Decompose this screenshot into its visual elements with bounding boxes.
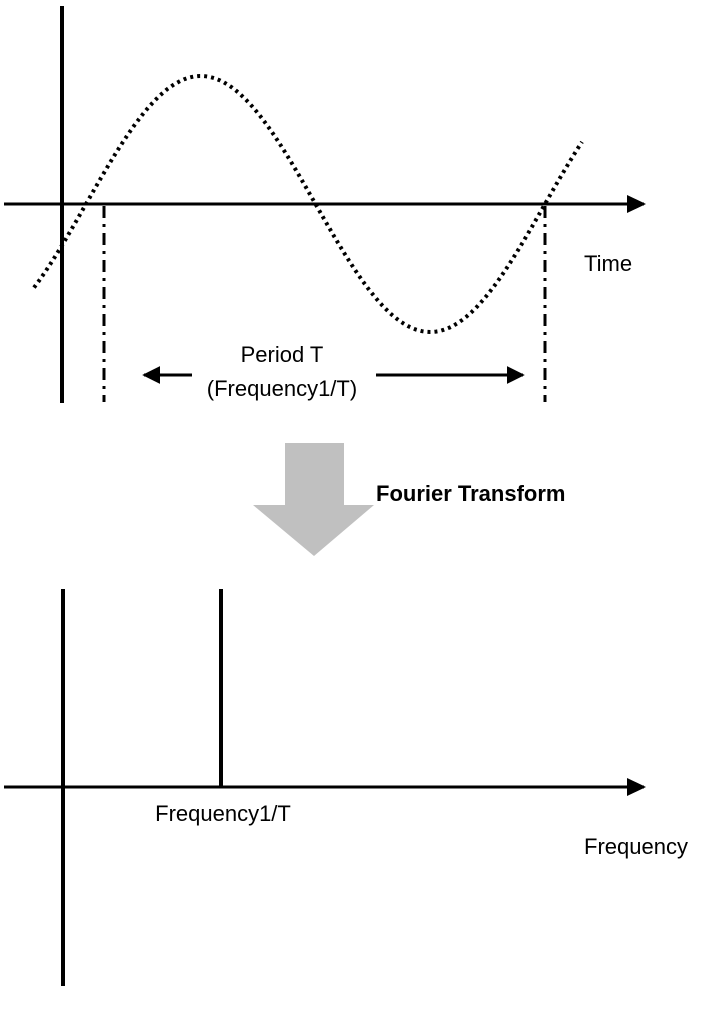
peak-label: Frequency1/T: [155, 801, 291, 826]
time-axis-arrowhead: [627, 195, 646, 213]
time-axis-label: Time: [584, 251, 632, 276]
period-label: Period T: [241, 342, 324, 367]
down-arrow-icon: [253, 443, 374, 556]
frequency-note: (Frequency1/T): [207, 376, 357, 401]
frequency-axis-label: Frequency: [584, 834, 688, 859]
frequency-axis-arrowhead: [627, 778, 646, 796]
transform-step: Fourier Transform: [253, 443, 565, 556]
frequency-domain-panel: Frequency1/T Frequency: [4, 589, 688, 986]
transform-label: Fourier Transform: [376, 481, 565, 506]
time-domain-panel: Period T (Frequency1/T) Time: [4, 6, 646, 403]
sine-waveform: [32, 74, 584, 334]
